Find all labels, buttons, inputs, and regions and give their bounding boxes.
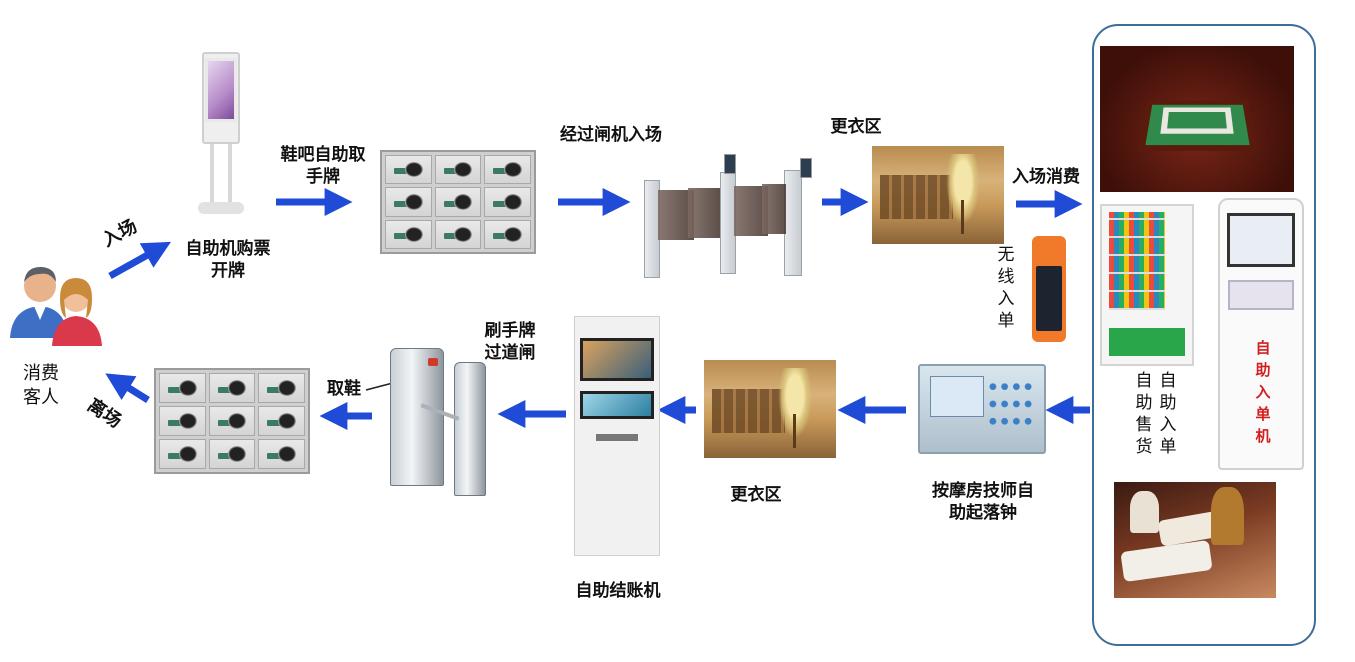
vending-machine <box>1100 204 1194 366</box>
self-order-machine-name: 自助入单机 <box>1255 338 1271 445</box>
massage-room-photo <box>1114 482 1276 598</box>
ticket-kiosk <box>196 52 246 218</box>
wireless-order-label: 无线入单 <box>997 245 1015 331</box>
self-order-machine: 自助入单机 <box>1218 198 1304 470</box>
customer-people-icon <box>6 258 106 350</box>
entry-gate <box>634 150 820 282</box>
shoe-locker-top <box>380 150 536 254</box>
changing-top-label: 更衣区 <box>830 117 882 137</box>
take-shoes-label: 取鞋 <box>327 379 361 399</box>
tripod-turnstile <box>384 340 488 496</box>
self-order-label: 自助入单 <box>1159 371 1177 457</box>
shoe-locker-bottom <box>154 368 310 474</box>
enter-consume-label: 入场消费 <box>1012 167 1080 187</box>
vending-label: 自助售货 <box>1135 371 1153 457</box>
ticket-kiosk-label: 自助机购票 开牌 <box>185 239 271 281</box>
massage-clock-panel <box>918 364 1046 454</box>
mahjong-room-photo <box>1100 46 1294 192</box>
checkout-label: 自助结账机 <box>575 581 661 601</box>
massage-clock-label: 按摩房技师自 助起落钟 <box>932 481 1034 523</box>
changing-bottom-label: 更衣区 <box>730 485 782 505</box>
customer-label: 消费 客人 <box>23 363 59 408</box>
consumption-panel <box>1092 24 1316 646</box>
changing-area-photo-top <box>872 146 1004 244</box>
arrow-leave <box>105 373 150 403</box>
shoe-bar-label: 鞋吧自助取 手牌 <box>280 145 366 187</box>
changing-area-photo-bottom <box>704 360 836 458</box>
arrow-enter <box>108 241 171 280</box>
gate-enter-label: 经过闸机入场 <box>560 125 662 145</box>
wireless-pos-terminal <box>1032 236 1066 342</box>
self-checkout-kiosk <box>574 316 660 556</box>
swipe-gate-label: 刷手牌 过道闸 <box>484 321 536 363</box>
